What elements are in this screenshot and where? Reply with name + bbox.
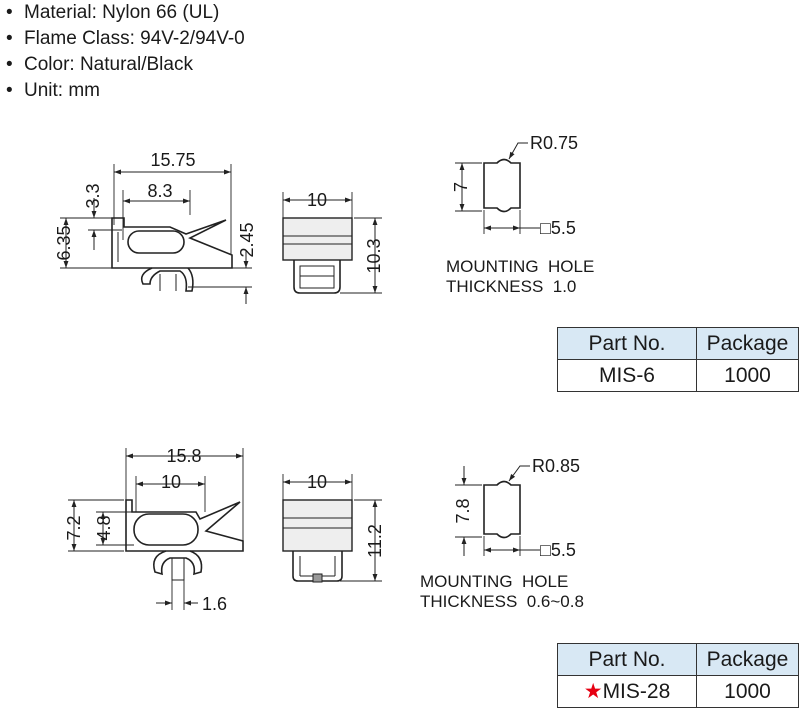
mis6-hole-note-line2: THICKNESS 1.0 <box>446 277 576 296</box>
mis28-dim-leg-width: 1.6 <box>202 594 227 614</box>
mis6-hole-width: □5.5 <box>540 218 576 238</box>
table-cell-package: 1000 <box>696 359 799 392</box>
mis6-hole-height: 7 <box>451 182 471 192</box>
mis28-front-view: 15.8 10 7.2 4.8 1.6 <box>64 446 244 614</box>
mis28-dim-slot-height: 4.8 <box>94 515 114 540</box>
mis28-hole-radius: R0.85 <box>532 456 580 476</box>
mis28-dim-width: 10 <box>307 472 327 492</box>
mis6-parts-table: Part No. Package MIS-6 1000 <box>557 327 799 392</box>
mis6-dim-slot-length: 8.3 <box>147 181 172 201</box>
mis6-dim-upper-height: 3.3 <box>83 183 103 208</box>
spec-material: Material: Nylon 66 (UL) <box>6 0 245 26</box>
mis28-mounting-hole: 7.8 R0.85 □5.5 MOUNTING HOLE THICKNESS 0… <box>420 456 584 611</box>
table-cell-part-no: MIS-6 <box>557 359 697 392</box>
table-header-package: Package <box>696 643 799 676</box>
spec-list: Material: Nylon 66 (UL) Flame Class: 94V… <box>6 0 245 104</box>
star-icon: ★ <box>583 680 603 703</box>
spec-color: Color: Natural/Black <box>6 52 245 78</box>
mis6-dim-tip-height: 2.45 <box>237 222 257 257</box>
mis6-front-view: 15.75 8.3 3.3 6.35 2.45 <box>54 150 257 304</box>
mis28-parts-table: Part No. Package ★MIS-28 1000 <box>557 643 799 708</box>
table-header-part-no: Part No. <box>557 327 697 360</box>
mis28-dim-side-height: 11.2 <box>365 524 385 558</box>
table-header-part-no: Part No. <box>557 643 697 676</box>
mis6-dim-side-height: 10.3 <box>364 238 384 273</box>
mis28-hole-width: □5.5 <box>540 540 576 560</box>
mis28-hole-height: 7.8 <box>453 498 473 523</box>
table-cell-package: 1000 <box>696 675 799 708</box>
spec-flame-class: Flame Class: 94V-2/94V-0 <box>6 26 245 52</box>
table-cell-part-no: ★MIS-28 <box>557 675 697 708</box>
mis6-hole-note-line1: MOUNTING HOLE <box>446 257 594 276</box>
spec-unit: Unit: mm <box>6 78 245 104</box>
mis28-dim-total-height: 7.2 <box>64 515 84 540</box>
part-no-label: MIS-28 <box>602 680 671 703</box>
mis6-side-view: 10 10.3 <box>282 190 384 294</box>
mis6-hole-radius: R0.75 <box>530 133 578 153</box>
mis28-hole-note-line2: THICKNESS 0.6~0.8 <box>420 592 584 611</box>
mis28-dim-slot-length: 10 <box>161 472 181 492</box>
mis6-dim-total-height: 6.35 <box>54 225 74 260</box>
mis28-dim-overall-length: 15.8 <box>166 446 201 466</box>
mis28-hole-note-line1: MOUNTING HOLE <box>420 572 568 591</box>
mis6-dim-overall-length: 15.75 <box>150 150 195 170</box>
mis6-mounting-hole: 7 R0.75 □5.5 MOUNTING HOLE THICKNESS 1.0 <box>446 133 594 296</box>
mis28-side-view: 10 11.2 <box>282 472 385 583</box>
table-header-package: Package <box>696 327 799 360</box>
mis6-dim-width: 10 <box>307 190 327 210</box>
